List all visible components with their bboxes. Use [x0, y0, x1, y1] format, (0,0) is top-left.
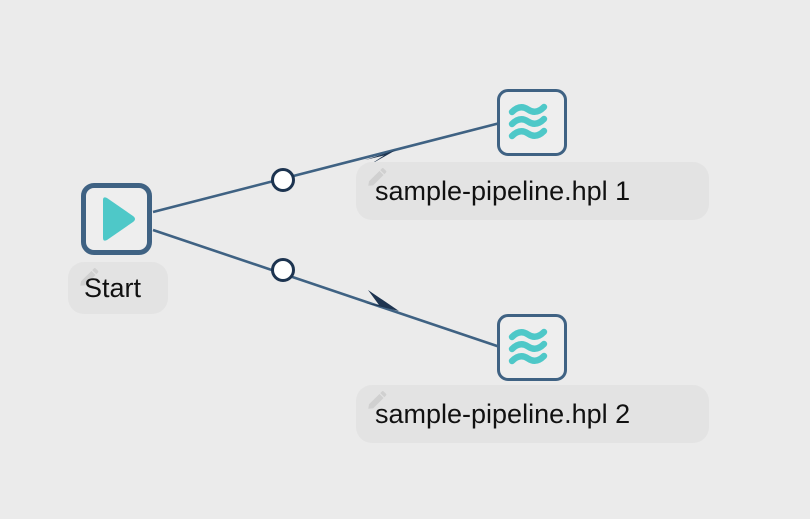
pipeline-label-text-2: sample-pipeline.hpl 2: [375, 398, 631, 429]
hop-handle-circle-1[interactable]: [271, 168, 295, 192]
pencil-icon: [368, 168, 387, 186]
pipeline-node-label-1[interactable]: sample-pipeline.hpl 1: [356, 162, 709, 220]
hop-edge-start-to-pipeline-1[interactable]: [152, 121, 501, 214]
pipeline-action-node-2[interactable]: [497, 314, 567, 381]
pipeline-waves-icon: [508, 328, 548, 365]
pencil-icon: [80, 268, 99, 286]
pencil-icon: [368, 391, 387, 409]
hop-line-1[interactable]: [152, 121, 501, 214]
start-node-label[interactable]: Start: [68, 262, 168, 314]
arrowhead-icon-1: [365, 150, 396, 165]
pipeline-waves-icon: [508, 103, 548, 140]
hop-handle-circle-2[interactable]: [271, 258, 295, 282]
play-icon: [103, 197, 135, 241]
pipeline-label-text-1: sample-pipeline.hpl 1: [375, 175, 631, 206]
start-action-node[interactable]: [81, 183, 152, 255]
arrowhead-icon-2: [365, 290, 399, 311]
hop-line-2[interactable]: [152, 228, 501, 349]
hop-edge-start-to-pipeline-2[interactable]: [152, 228, 501, 349]
pipeline-node-label-2[interactable]: sample-pipeline.hpl 2: [356, 385, 709, 443]
start-label-text: Start: [84, 272, 142, 303]
pipeline-action-node-1[interactable]: [497, 89, 567, 156]
